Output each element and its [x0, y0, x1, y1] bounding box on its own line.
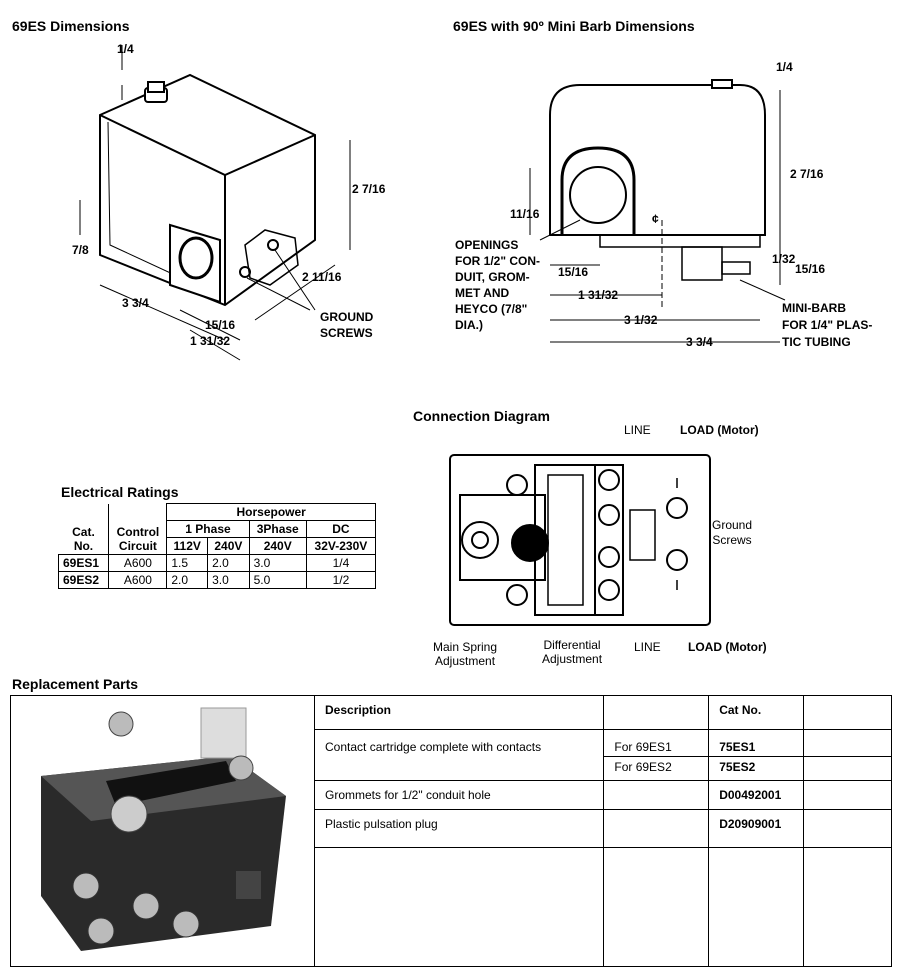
r-dim-eleven-sixteenths: 11/16: [510, 207, 540, 221]
line-label-bottom: LINE: [634, 640, 661, 654]
table-row: [313, 847, 892, 967]
r-dim-one-31-32: 1 31/32: [578, 288, 619, 302]
contact-cartridge-photo: [41, 707, 286, 951]
r-dim-fifteen-sixteenths-right: 15/16: [795, 262, 826, 276]
r-dim-three-1-32: 3 1/32: [624, 313, 658, 327]
dim-seven-eighths: 7/8: [72, 243, 89, 257]
replacement-parts-heading: Replacement Parts: [12, 676, 139, 692]
table-row: 69ES2 A600 2.0 3.0 5.0 1/2: [57, 571, 377, 589]
replacement-parts-table: Description Cat No. Contact cartridge co…: [313, 695, 892, 967]
table-row: Plastic pulsation plug D20909001: [313, 809, 892, 848]
r-dim-quarter: 1/4: [776, 60, 793, 74]
electrical-ratings-heading: Electrical Ratings: [61, 484, 179, 500]
dim-height: 2 7/16: [352, 182, 386, 196]
r-dim-fifteen-sixteenths: 15/16: [558, 265, 589, 279]
mini-barb-note: MINI-BARB FOR 1/4" PLAS- TIC TUBING: [782, 301, 873, 349]
connection-diagram-heading: Connection Diagram: [413, 408, 550, 424]
parts-photo-frame: [10, 695, 314, 967]
differential-label: Differential Adjustment: [542, 638, 603, 666]
connection-diagram: [449, 454, 711, 626]
dim-quarter: 1/4: [117, 42, 134, 56]
dim-width: 3 3/4: [122, 296, 149, 310]
main-spring-label: Main Spring Adjustment: [433, 640, 498, 668]
minibarb-dimensions-heading: 69ES with 90º Mini Barb Dimensions: [453, 18, 695, 34]
r-dim-height: 2 7/16: [790, 167, 824, 181]
dim-one-31-32: 1 31/32: [190, 334, 231, 348]
r-dim-width: 3 3/4: [686, 335, 713, 349]
minibarb-dimension-drawing: [529, 79, 786, 343]
r-dim-one-32: 1/32: [772, 252, 796, 266]
ground-screws-connection: Ground Screws: [712, 518, 753, 547]
table-row: Contact cartridge complete with contacts…: [313, 729, 892, 781]
line-label-top: LINE: [624, 423, 651, 437]
load-label-bottom: LOAD (Motor): [688, 640, 767, 654]
dimensions-heading: 69ES Dimensions: [12, 18, 130, 34]
dim-depth: 2 11/16: [302, 270, 342, 284]
description-header: Description: [313, 695, 605, 730]
table-row: 69ES1 A600 1.5 2.0 3.0 1/4: [57, 554, 377, 572]
dim-fifteen-sixteenths: 15/16: [205, 318, 236, 332]
ground-screws-label-2: SCREWS: [320, 326, 373, 340]
r-centerline: ¢: [652, 212, 659, 226]
load-label-top: LOAD (Motor): [680, 423, 759, 437]
openings-note: OPENINGS FOR 1/2" CON- DUIT, GROM- MET A…: [455, 238, 541, 332]
switch-dimension-drawing: [79, 45, 351, 361]
cat-no-header: Cat No.: [708, 695, 805, 730]
table-row: Grommets for 1/2" conduit hole D00492001: [313, 780, 892, 810]
horsepower-header: Horsepower: [166, 503, 376, 521]
ground-screws-label-1: GROUND: [320, 310, 374, 324]
